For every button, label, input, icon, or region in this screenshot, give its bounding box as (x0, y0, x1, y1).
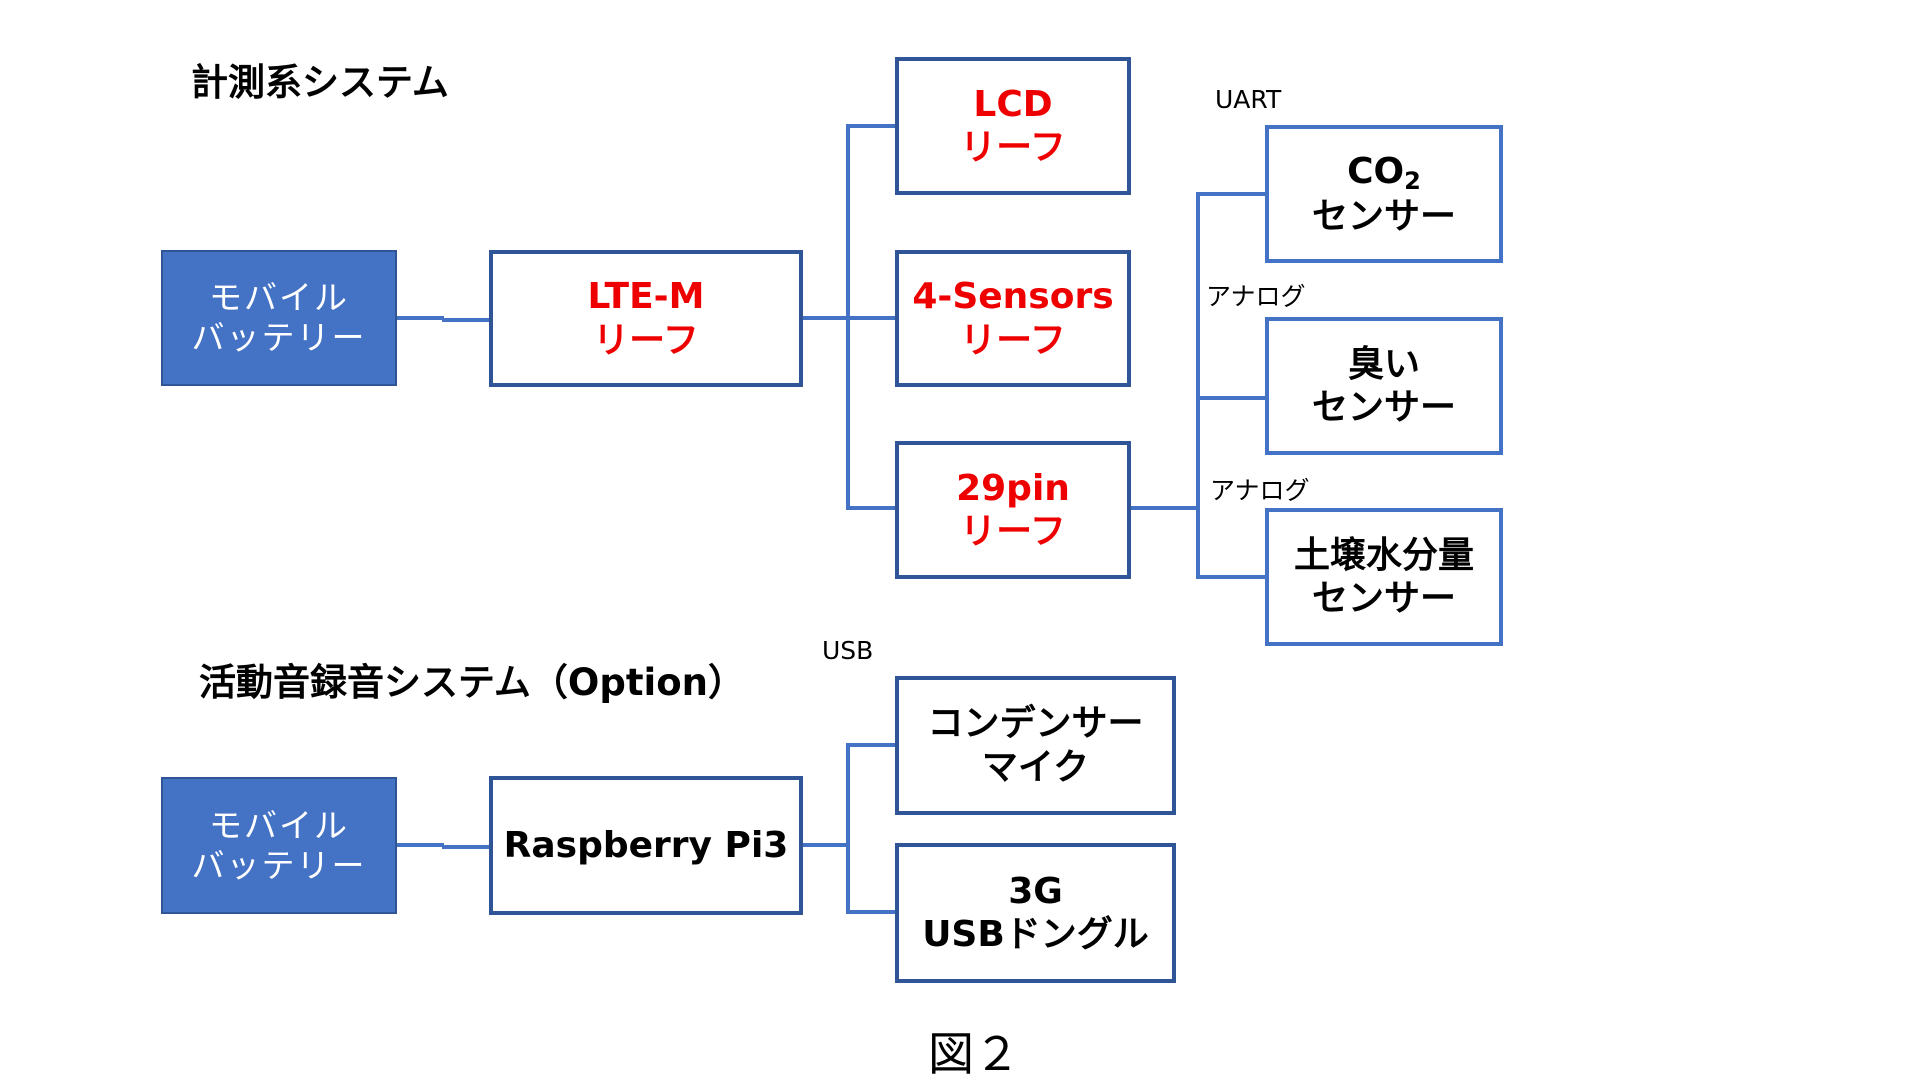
co2-label: CO2 (1347, 150, 1421, 196)
battery-label-line2: バッテリー (191, 845, 367, 885)
lte-m-leaf-box: LTE-M リーフ (489, 250, 803, 387)
four-sensors-leaf-box: 4-Sensors リーフ (895, 250, 1131, 387)
raspberry-pi-label: Raspberry Pi3 (503, 824, 789, 866)
raspberry-pi-box: Raspberry Pi3 (489, 776, 803, 915)
battery-label-line1: モバイル (209, 278, 349, 318)
lcd-leaf-box: LCD リーフ (895, 57, 1131, 195)
co2-subscript: 2 (1404, 166, 1421, 195)
connector-battery-lte (396, 316, 444, 320)
connector-trunk-soil (1196, 575, 1265, 579)
usb-3g-dongle-box: 3G USBドングル (895, 843, 1176, 983)
lcd-label: LCD (973, 83, 1053, 125)
connector-trunk-mic (846, 743, 895, 747)
mic-label: マイク (981, 746, 1090, 788)
connector-sensor-trunk (1196, 192, 1200, 579)
soil-moisture-sensor-box: 土壌水分量 センサー (1265, 508, 1503, 646)
connector-trunk-odor (1196, 396, 1265, 400)
figure-caption: 図２ (928, 1027, 1020, 1081)
mobile-battery-box: モバイル バッテリー (161, 250, 397, 386)
leaf-label: リーフ (960, 319, 1066, 361)
connector-trunk-29pin (846, 506, 895, 510)
analog-label-2: アナログ (1210, 476, 1310, 505)
co2-sensor-box: CO2 センサー (1265, 125, 1503, 263)
measurement-system-title: 計測系システム (191, 61, 449, 104)
odor-label: 臭い (1347, 343, 1420, 385)
recording-system-title: 活動音録音システム（Option） (199, 661, 745, 704)
battery-label-line2: バッテリー (191, 318, 367, 357)
odor-sensor-box: 臭い センサー (1265, 317, 1503, 455)
analog-label-1: アナログ (1206, 282, 1306, 311)
connector-29pin-sensors (1130, 506, 1200, 510)
co2-main-text: CO (1347, 150, 1405, 192)
sensor-label: センサー (1311, 578, 1456, 619)
connector-battery-rpi-step (442, 845, 490, 849)
usb-dongle-label: USBドングル (922, 914, 1149, 955)
connector-trunk-co2 (1196, 192, 1265, 196)
soil-moisture-label: 土壌水分量 (1293, 534, 1474, 576)
connector-rpi-trunk (802, 843, 848, 847)
connector-usb-trunk (846, 743, 850, 914)
battery-label-line1: モバイル (209, 805, 349, 845)
sensor-label: センサー (1311, 196, 1456, 238)
lte-m-label: LTE-M (587, 276, 705, 318)
connector-battery-rpi (396, 843, 444, 847)
uart-label: UART (1215, 85, 1282, 114)
pin29-label: 29pin (956, 467, 1070, 509)
leaf-label: リーフ (593, 319, 699, 361)
connector-battery-lte-step (442, 318, 490, 322)
mobile-battery-box-2: モバイル バッテリー (161, 777, 397, 914)
3g-label: 3G (1008, 870, 1063, 912)
usb-label: USB (822, 636, 874, 665)
four-sensors-label: 4-Sensors (912, 276, 1114, 318)
connector-leaf-trunk (846, 124, 850, 510)
condenser-label: コンデンサー (927, 703, 1144, 745)
leaf-label: リーフ (960, 511, 1066, 552)
connector-trunk-lcd (846, 124, 895, 128)
connector-trunk-dongle (846, 910, 895, 914)
leaf-label: リーフ (960, 127, 1066, 168)
sensor-label: センサー (1311, 387, 1456, 428)
condenser-mic-box: コンデンサー マイク (895, 676, 1176, 815)
pin29-leaf-box: 29pin リーフ (895, 441, 1131, 579)
